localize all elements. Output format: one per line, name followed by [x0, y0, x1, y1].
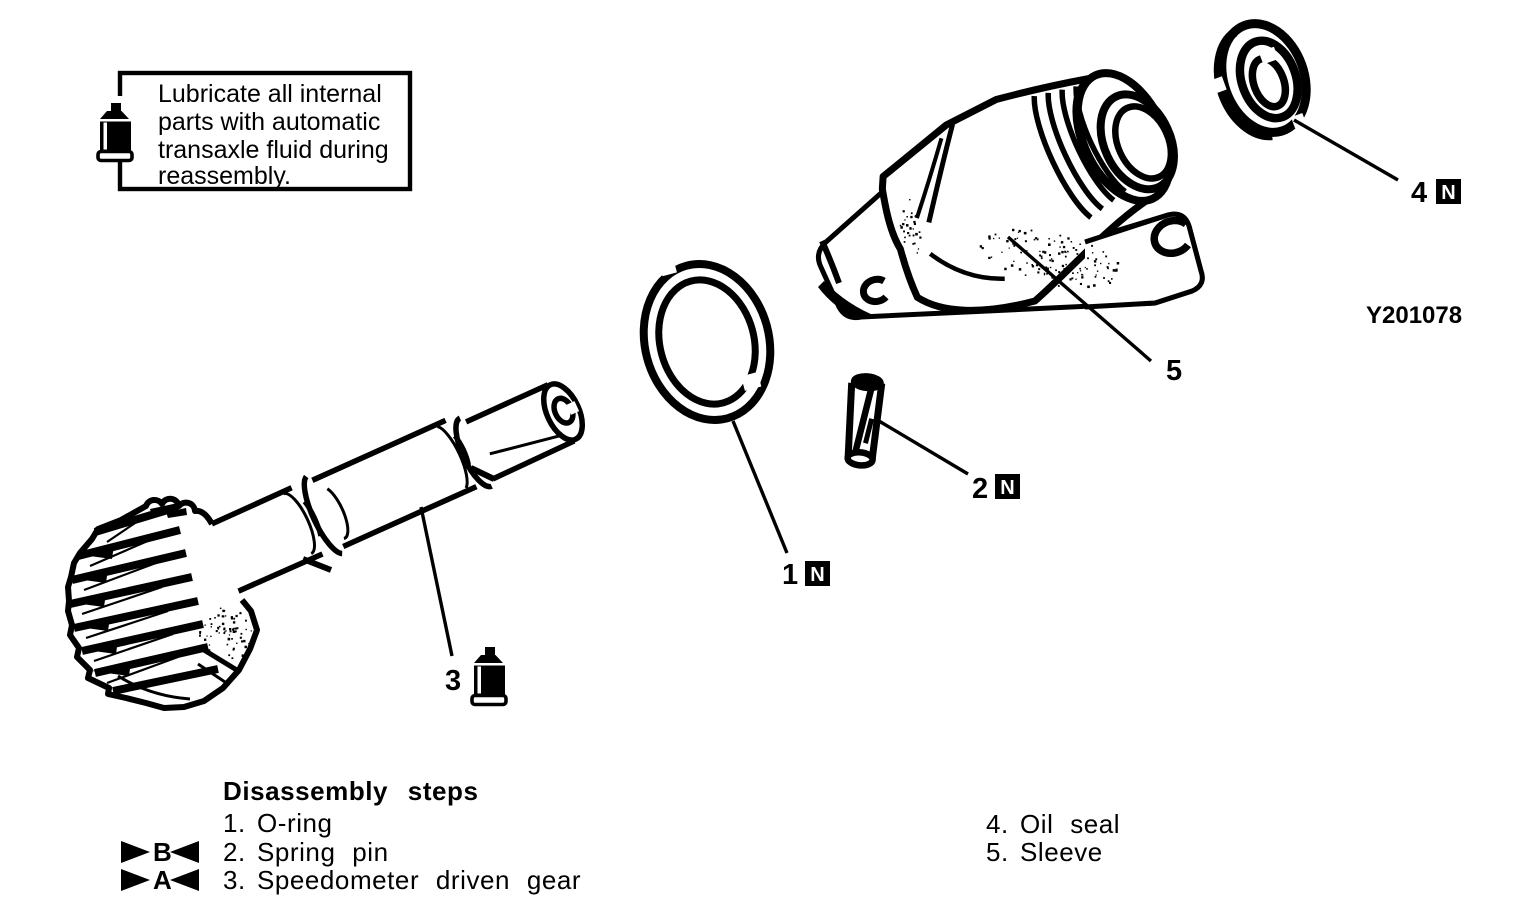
svg-text:N: N	[1441, 182, 1455, 204]
svg-text:2: 2	[972, 473, 988, 505]
svg-text:Lubricate all internal: Lubricate all internal	[158, 80, 382, 108]
svg-text:2.: 2.	[223, 837, 246, 867]
svg-text:Sleeve: Sleeve	[1020, 837, 1103, 867]
svg-text:parts with automatic: parts with automatic	[158, 108, 380, 136]
svg-text:1.: 1.	[223, 808, 246, 838]
svg-text:O-ring: O-ring	[257, 808, 333, 838]
svg-text:3.: 3.	[223, 865, 246, 895]
svg-text:A: A	[153, 865, 172, 895]
svg-text:Y201078: Y201078	[1366, 302, 1462, 329]
svg-text:3: 3	[445, 665, 461, 697]
svg-text:reassembly.: reassembly.	[158, 162, 291, 190]
svg-text:5.: 5.	[986, 837, 1009, 867]
svg-text:transaxle fluid during: transaxle fluid during	[158, 136, 389, 164]
svg-text:Spring pin: Spring pin	[257, 837, 389, 867]
svg-text:4: 4	[1411, 177, 1427, 209]
svg-text:Disassembly steps: Disassembly steps	[223, 776, 478, 806]
svg-text:Speedometer driven gear: Speedometer driven gear	[257, 865, 581, 895]
svg-text:N: N	[1000, 477, 1014, 499]
svg-text:5: 5	[1166, 355, 1182, 387]
svg-text:1: 1	[782, 559, 798, 591]
svg-text:4.: 4.	[986, 809, 1009, 839]
svg-text:Oil seal: Oil seal	[1020, 809, 1120, 839]
svg-text:B: B	[153, 837, 172, 867]
svg-text:N: N	[810, 564, 824, 586]
